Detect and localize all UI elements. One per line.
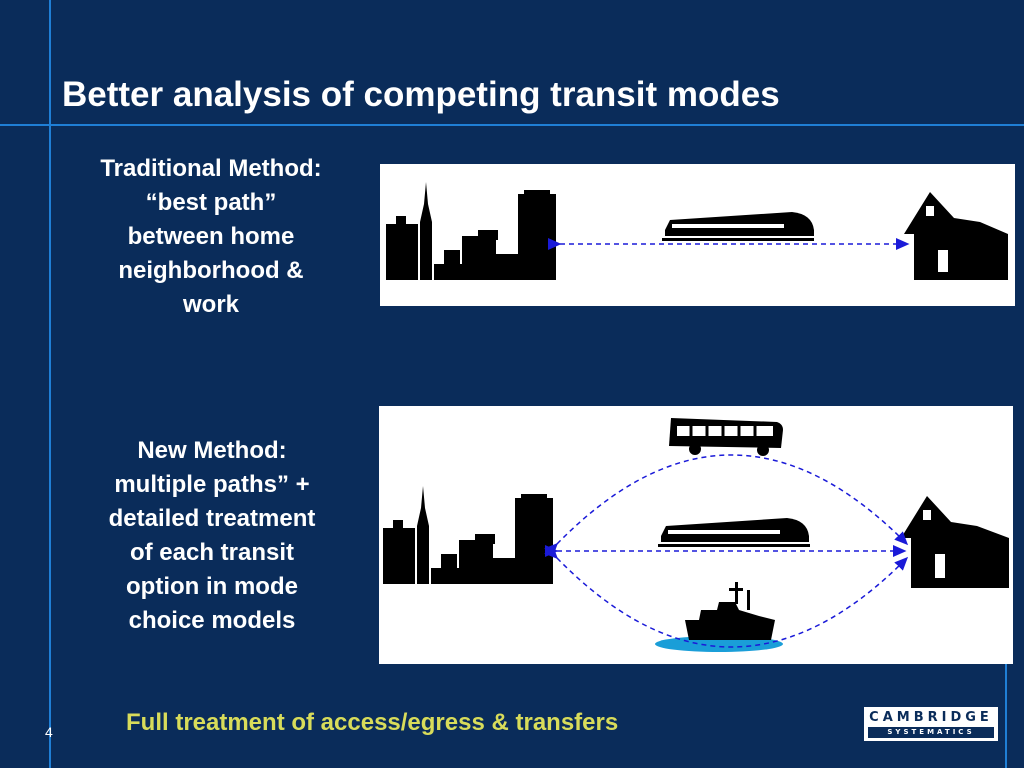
caption-line: choice models	[128, 607, 296, 634]
caption-line: of each transit	[129, 539, 295, 566]
left-vertical-rule	[49, 0, 51, 768]
logo-subtitle: SYSTEMATICS	[887, 728, 975, 736]
new-method-caption: New Method: multiple paths” + detailed t…	[62, 434, 362, 638]
logo-name: CAMBRIDGE	[869, 710, 993, 725]
train-icon	[662, 212, 814, 241]
caption-line: New Method:	[137, 437, 287, 464]
slide-title: Better analysis of competing transit mod…	[62, 75, 780, 114]
caption-line: multiple paths” +	[114, 471, 310, 498]
caption-line: option in mode	[126, 573, 298, 600]
cambridge-systematics-logo: CAMBRIDGE SYSTEMATICS	[864, 707, 998, 741]
logo-bar	[868, 727, 994, 738]
ferry-icon	[655, 582, 783, 652]
traditional-method-caption: Traditional Method: “best path” between …	[68, 152, 354, 322]
house-icon	[904, 192, 1008, 280]
new-method-diagram	[379, 406, 1013, 664]
city-skyline-icon	[386, 182, 556, 280]
bus-icon	[669, 418, 783, 456]
caption-line: Traditional Method:	[100, 155, 322, 182]
caption-line: neighborhood &	[118, 257, 304, 284]
caption-line: work	[182, 291, 239, 318]
right-vertical-rule	[1005, 664, 1007, 768]
page-number: 4	[45, 724, 53, 740]
caption-line: “best path”	[145, 189, 277, 216]
bus-route-arrow	[544, 454, 909, 557]
house-icon	[901, 496, 1009, 588]
traditional-method-diagram	[380, 164, 1015, 306]
ferry-route-arrow	[544, 545, 909, 648]
caption-line: between home	[127, 223, 295, 250]
title-underline-rule	[0, 124, 1024, 126]
caption-line: detailed treatment	[108, 505, 316, 532]
city-skyline-icon	[383, 486, 553, 584]
footer-text: Full treatment of access/egress & transf…	[126, 709, 619, 736]
train-icon	[658, 518, 810, 547]
